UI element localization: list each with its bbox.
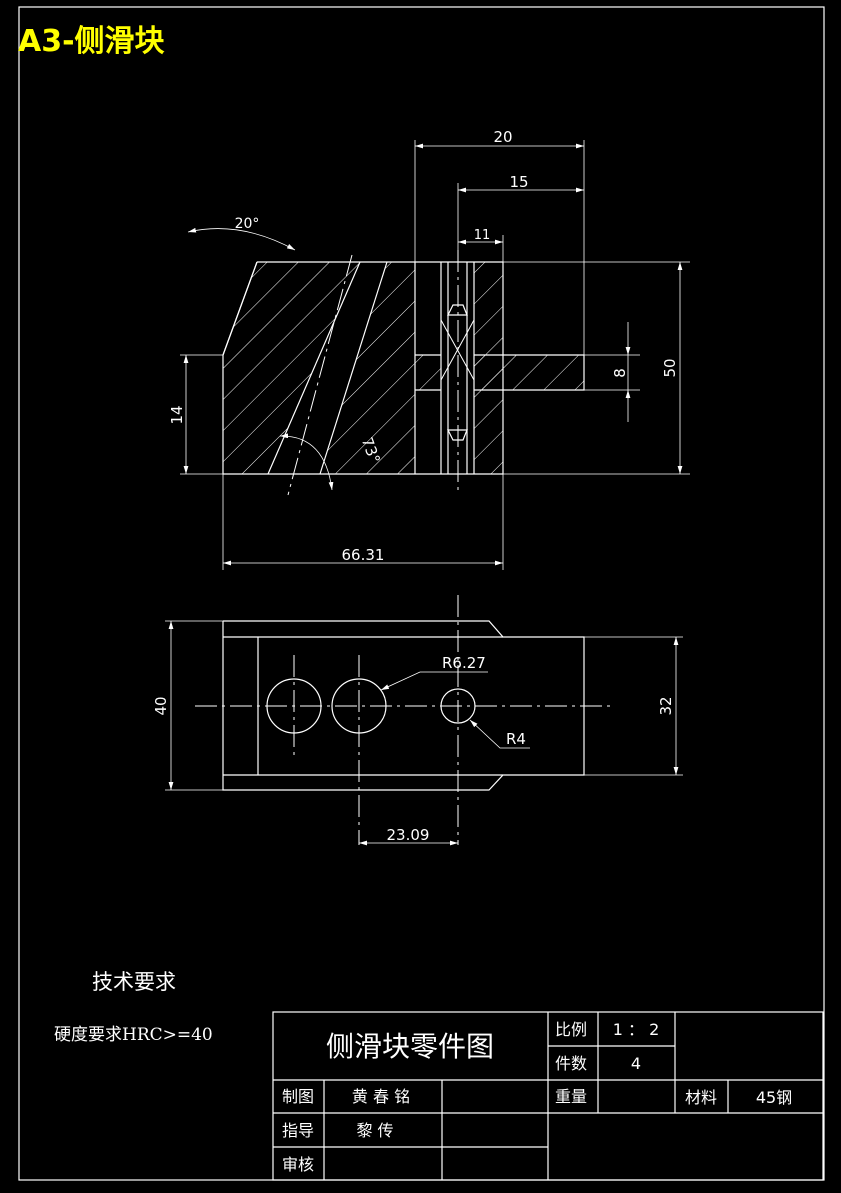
front-view-dimension-texts: 20 15 11 20° 73° 14 8 50 66.31: [168, 128, 679, 564]
dim-14: 14: [168, 405, 186, 424]
guide-label: 指导: [282, 1121, 314, 1140]
top-view-dimension-texts: 40 32 R6.27 R4 23.09: [152, 654, 675, 844]
front-view: [180, 140, 690, 570]
dim-32: 32: [657, 696, 675, 715]
weight-label: 重量: [555, 1087, 587, 1106]
dim-8: 8: [611, 368, 629, 378]
guide-value: 黎 传: [356, 1121, 393, 1140]
dim-15: 15: [509, 173, 528, 191]
drawn-label: 制图: [282, 1087, 314, 1106]
check-label: 审核: [282, 1155, 314, 1174]
tech-requirements-heading: 技术要求: [92, 970, 176, 994]
dim-r4: R4: [506, 730, 526, 748]
dim-50: 50: [661, 358, 679, 377]
qty-label: 件数: [555, 1054, 587, 1073]
scale-value: 1 ： 2: [613, 1020, 660, 1039]
qty-value: 4: [631, 1054, 641, 1073]
dim-angle-20: 20°: [235, 216, 260, 232]
tech-requirement-item: 硬度要求HRC>=40: [54, 1025, 213, 1045]
dim-66-31: 66.31: [342, 546, 385, 564]
material-label: 材料: [685, 1088, 717, 1107]
sheet-title: A3-侧滑块: [18, 24, 165, 59]
dim-r6-27: R6.27: [442, 654, 486, 672]
scale-label: 比例: [555, 1020, 587, 1039]
sheet-border: [18, 6, 825, 1181]
top-view: [165, 595, 683, 846]
material-value: 45钢: [756, 1088, 792, 1107]
drawn-value: 黄 春 铭: [352, 1087, 410, 1106]
title-block-texts: 侧滑块零件图 比例 1 ： 2 件数 4 重量 材料 45钢 制图 黄 春 铭 …: [282, 1020, 792, 1174]
drawing-name: 侧滑块零件图: [326, 1030, 494, 1063]
title-block: [272, 1011, 824, 1181]
dim-23-09: 23.09: [387, 826, 430, 844]
dim-11: 11: [474, 228, 491, 243]
dim-40: 40: [152, 696, 170, 715]
dim-20: 20: [493, 128, 512, 146]
